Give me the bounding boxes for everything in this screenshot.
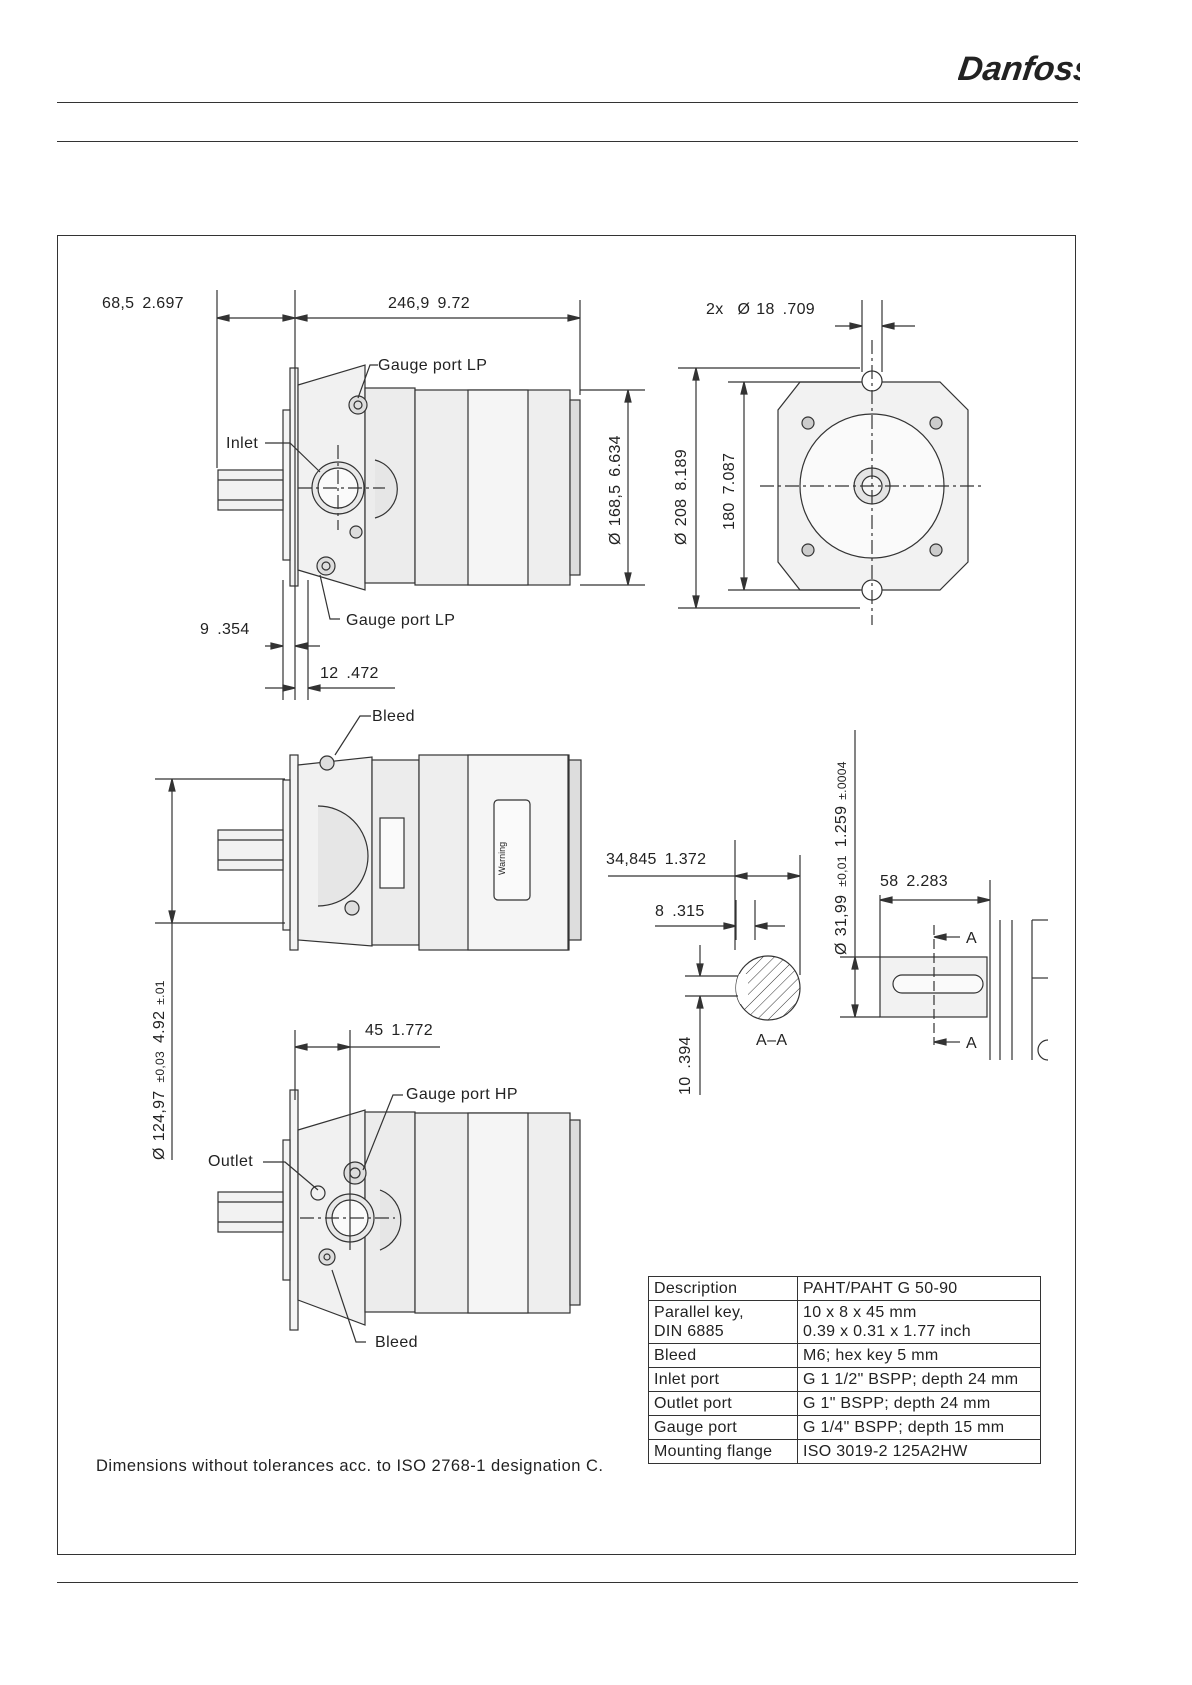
- section-label: A–A: [756, 1032, 787, 1049]
- label-gauge-hp: Gauge port HP: [406, 1086, 518, 1103]
- dim-outer: Ø2088.189: [673, 449, 690, 545]
- header-rule-top: [57, 102, 1078, 103]
- spec-value: PAHT/PAHT G 50-90: [797, 1276, 1041, 1301]
- label-gauge-lp-top: Gauge port LP: [378, 357, 487, 374]
- dim-pilot: Ø124,97±0,034.92±.01: [151, 980, 168, 1160]
- label-bleed-middle: Bleed: [372, 708, 415, 725]
- spec-key: Bleed: [648, 1343, 798, 1368]
- shaft-detail: [608, 730, 1049, 1095]
- spec-key: Mounting flange: [648, 1439, 798, 1464]
- spec-value: G 1 1/2" BSPP; depth 24 mm: [797, 1367, 1041, 1392]
- warning-plate-text: Warning: [497, 842, 507, 875]
- spec-key: Inlet port: [648, 1367, 798, 1392]
- dim-bolt-circle: 1807.087: [721, 453, 738, 530]
- svg-text:Danfoss: Danfoss: [958, 50, 1080, 88]
- spec-key: Description: [648, 1276, 798, 1301]
- spec-key: Outlet port: [648, 1391, 798, 1416]
- dim-body: Ø168,56.634: [607, 435, 624, 545]
- dim-shaft-dia: Ø31,99±0,011.259±.0004: [833, 761, 850, 955]
- dim-10: 10.394: [677, 1036, 694, 1095]
- top-side-view: [216, 290, 645, 700]
- dim-8: 8.315: [655, 903, 705, 920]
- label-inlet: Inlet: [226, 435, 258, 452]
- spec-value: ISO 3019-2 125A2HW: [797, 1439, 1041, 1464]
- label-outlet: Outlet: [208, 1153, 253, 1170]
- tolerance-note: Dimensions without tolerances acc. to IS…: [96, 1457, 604, 1475]
- drawing-frame: [57, 235, 1076, 1555]
- footer-rule: [57, 1582, 1078, 1583]
- bottom-side-view: [217, 1030, 581, 1343]
- dim-12: 12.472: [320, 665, 379, 682]
- middle-side-view: [155, 715, 582, 1160]
- dim-9: 9.354: [200, 621, 250, 638]
- section-mark-top: A: [966, 930, 977, 947]
- spec-key: Parallel key,DIN 6885: [648, 1300, 798, 1344]
- label-gauge-lp-bottom: Gauge port LP: [346, 612, 455, 629]
- end-view: [678, 300, 985, 625]
- spec-key: Gauge port: [648, 1415, 798, 1440]
- spec-value: G 1" BSPP; depth 24 mm: [797, 1391, 1041, 1416]
- danfoss-logo: Danfoss: [958, 50, 1080, 88]
- label-bleed-bottom: Bleed: [375, 1334, 418, 1351]
- header-rule-bottom: [57, 141, 1078, 142]
- spec-value: M6; hex key 5 mm: [797, 1343, 1041, 1368]
- spec-value: G 1/4" BSPP; depth 15 mm: [797, 1415, 1041, 1440]
- section-mark-bottom: A: [966, 1035, 977, 1052]
